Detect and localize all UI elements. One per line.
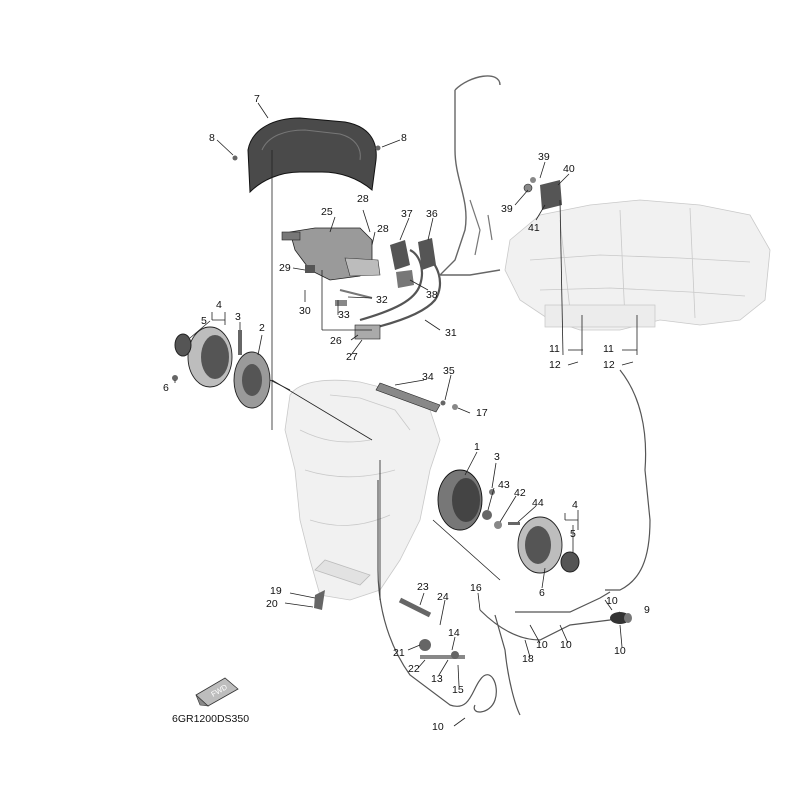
cap-5a [174, 333, 192, 357]
nut-39b [530, 177, 536, 183]
callout-32: 32 [376, 294, 388, 306]
callout-16: 16 [470, 582, 482, 594]
callout-7: 7 [254, 93, 260, 105]
leader-lines [174, 102, 638, 727]
clip-19-20 [314, 590, 325, 610]
clamp-33 [335, 300, 347, 306]
callout-39b: 39 [501, 203, 513, 215]
cover-4a [187, 326, 233, 388]
callout-10a: 10 [536, 639, 548, 651]
callout-4b: 4 [572, 499, 578, 511]
callout-10c: 10 [606, 595, 618, 607]
starter-motor [281, 227, 381, 281]
fwd-arrow-icon: FWD [195, 677, 239, 707]
bolt-6a [172, 375, 178, 381]
clip-17 [452, 404, 458, 410]
flywheel-1 [437, 469, 483, 531]
callout-17: 17 [476, 407, 488, 419]
callout-18: 18 [522, 653, 534, 665]
pin-44 [508, 522, 520, 525]
callout-6a: 6 [163, 382, 169, 394]
callout-20: 20 [266, 598, 278, 610]
callout-34: 34 [422, 371, 434, 383]
callout-14: 14 [448, 627, 460, 639]
bolt-35 [440, 400, 446, 406]
callout-19: 19 [270, 585, 282, 597]
callout-30: 30 [299, 305, 311, 317]
connector-26 [354, 324, 381, 340]
callout-28a: 28 [357, 193, 369, 205]
callout-5a: 5 [201, 315, 207, 327]
callout-27: 27 [346, 351, 358, 363]
plate-2 [233, 351, 271, 409]
callout-4a: 4 [216, 299, 222, 311]
callout-39a: 39 [538, 151, 550, 163]
callout-42: 42 [514, 487, 526, 499]
clamp-14 [451, 651, 459, 659]
callout-40: 40 [563, 163, 575, 175]
callout-11b: 11 [603, 343, 614, 355]
bracket-29 [305, 265, 315, 273]
callout-10d: 10 [614, 645, 626, 657]
callout-38: 38 [426, 289, 438, 301]
bracket-40 [540, 180, 562, 210]
nut-39a [523, 183, 533, 193]
bracket-34 [375, 382, 441, 413]
callout-12b: 12 [603, 359, 615, 371]
callout-1: 1 [474, 441, 480, 453]
callout-33: 33 [338, 309, 350, 321]
bolt-3a [238, 330, 242, 355]
lower-hoses [377, 369, 651, 716]
callout-8a: 8 [209, 132, 215, 144]
fitting-9 [610, 612, 632, 624]
callout-28b: 28 [377, 223, 389, 235]
bolt-8a [232, 155, 238, 161]
clip-36 [418, 238, 436, 270]
clip-37 [390, 240, 410, 270]
callout-10b: 10 [560, 639, 572, 651]
cover-4b [517, 516, 563, 574]
callout-29: 29 [279, 262, 291, 274]
hose-23 [398, 597, 432, 618]
callout-31: 31 [445, 327, 457, 339]
callout-5b: 5 [570, 528, 576, 540]
callout-11a: 11 [549, 343, 560, 355]
engine-block [284, 379, 441, 601]
bracket-21-22 [419, 639, 465, 659]
engine-cover [247, 117, 377, 194]
callout-10e: 10 [432, 721, 444, 733]
callout-9: 9 [644, 604, 650, 616]
hull-frame [504, 199, 771, 331]
upper-harness [438, 75, 501, 276]
callout-2: 2 [259, 322, 265, 334]
bolt-8b [375, 145, 381, 151]
washer-43 [482, 510, 492, 520]
callout-12a: 12 [549, 359, 561, 371]
callout-44: 44 [532, 497, 544, 509]
callout-41: 41 [528, 222, 540, 234]
callout-3a: 3 [235, 311, 241, 323]
callout-23: 23 [417, 581, 429, 593]
nut-42 [494, 521, 502, 529]
diagram-code: 6GR1200DS350 [172, 713, 249, 725]
callout-6b: 6 [539, 587, 545, 599]
callout-22: 22 [408, 663, 420, 675]
callout-3b: 3 [494, 451, 500, 463]
callout-36: 36 [426, 208, 438, 220]
cable-32 [339, 289, 373, 299]
callout-25: 25 [321, 206, 333, 218]
callout-43: 43 [498, 479, 510, 491]
callout-21: 21 [393, 647, 405, 659]
callout-24: 24 [437, 591, 449, 603]
callout-35: 35 [443, 365, 455, 377]
callout-15: 15 [452, 684, 464, 696]
callout-13: 13 [431, 673, 443, 685]
clip-38 [396, 270, 414, 288]
cap-5b [560, 551, 580, 573]
callout-8b: 8 [401, 132, 407, 144]
callout-37: 37 [401, 208, 413, 220]
callout-labels: 7 8 8 28 28 25 29 30 32 33 26 27 31 37 3… [163, 93, 650, 733]
callout-26: 26 [330, 335, 342, 347]
